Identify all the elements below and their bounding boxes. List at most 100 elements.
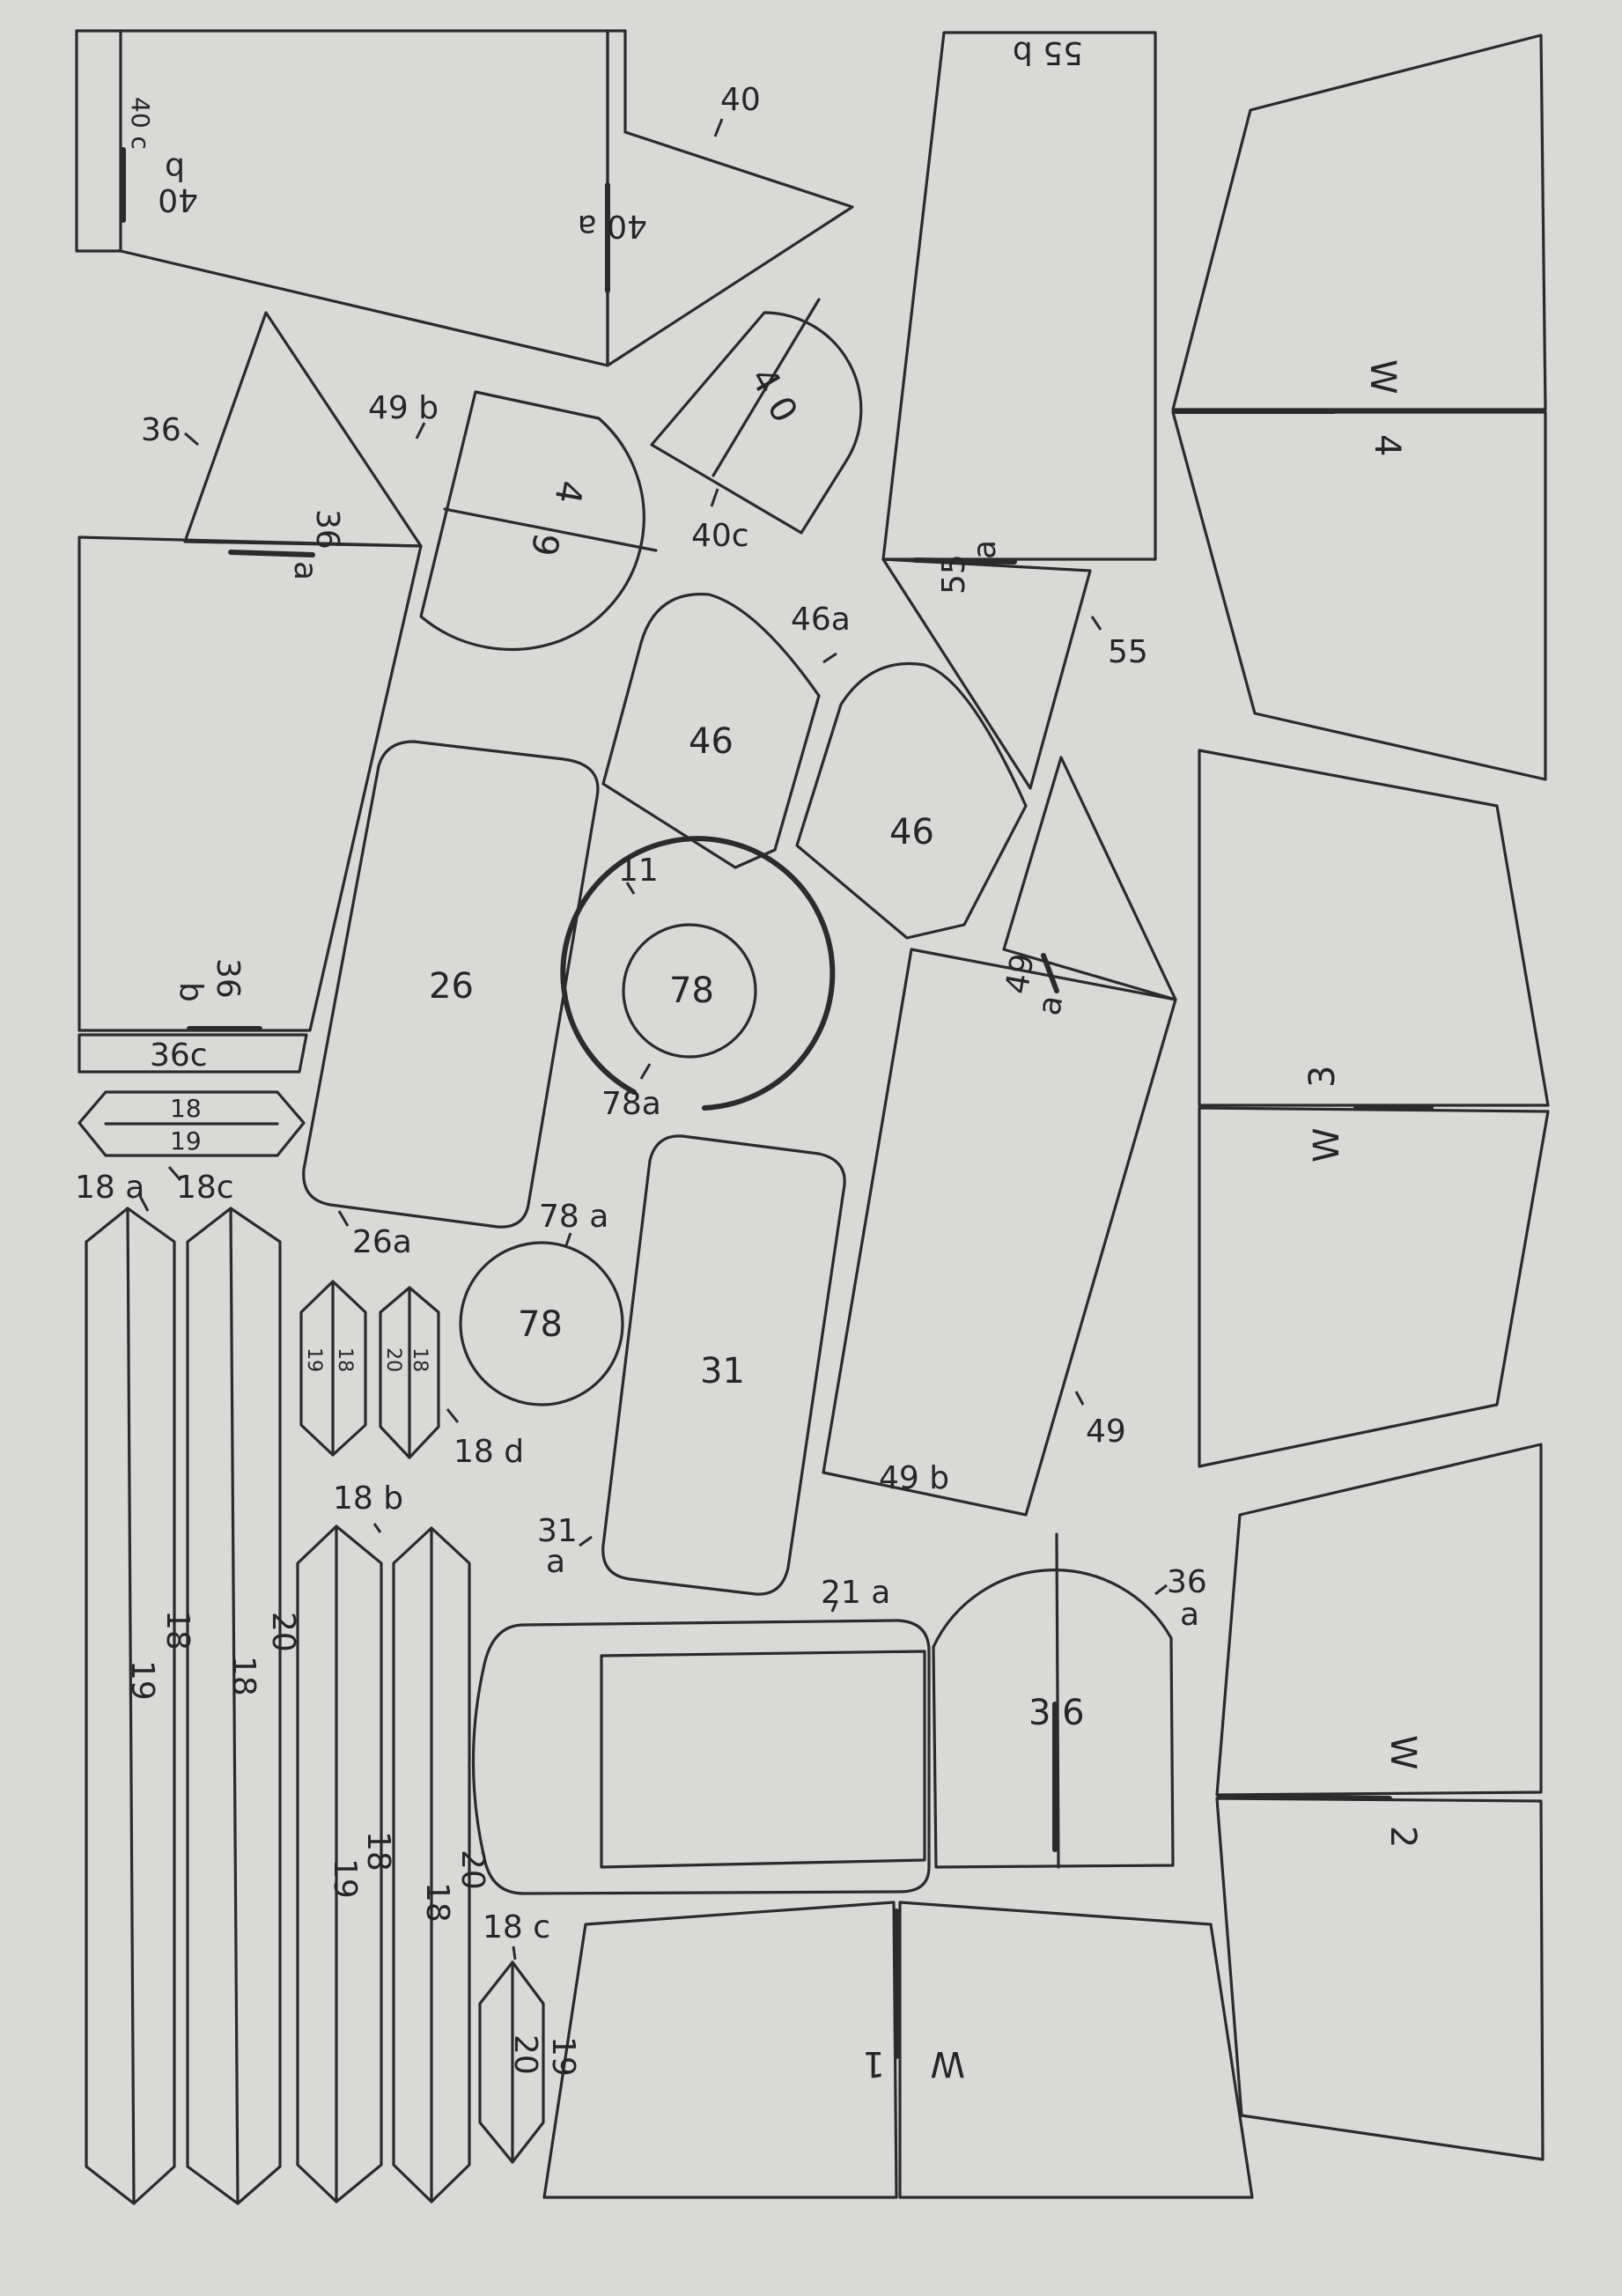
part-36a-arch-leader (1154, 1584, 1168, 1596)
part-40c-label: 40c (691, 518, 749, 554)
small-piece-18c: 18 c 19 20 (478, 1909, 581, 2164)
strip-18a-label: 18 a (75, 1170, 144, 1206)
wall-w1-right (898, 1901, 1254, 2199)
part-55a-slot (913, 557, 1017, 565)
small-piece-18c-leader (512, 1945, 517, 1960)
part-49a-number: 49 (999, 951, 1042, 997)
part-55-triangle (881, 557, 1092, 790)
wall-w3-number: 3 (1302, 1066, 1343, 1088)
part-40-dome-fold (711, 298, 821, 477)
part-40a-label: 40 a (578, 208, 647, 244)
strip-18a-leader (139, 1197, 150, 1212)
part-78a-ring-leader (639, 1063, 652, 1080)
part-31a-letter: a (546, 1544, 565, 1580)
part-36: 36 36 a 36 b 36c (77, 311, 423, 1074)
wall-w1: W 1 (542, 1901, 1254, 2199)
part-36a-arch-letter: a (1180, 1597, 1199, 1633)
part-49-triangle (1002, 756, 1177, 1001)
wall-w3: 3 W (1198, 749, 1550, 1468)
part-21-outer (471, 1619, 931, 1895)
wall-w2-number: 2 (1382, 1826, 1423, 1848)
part-49-fold (443, 507, 658, 552)
part-36a-arch-number: 36 (1167, 1564, 1207, 1600)
part-78-disc-outline (459, 1241, 624, 1406)
part-55-leader (1090, 616, 1102, 631)
strip-18c-20-label: 20 (265, 1612, 301, 1652)
part-55b-label: 55 b (1013, 34, 1083, 70)
small-piece-18d-label: 18 d (453, 1434, 524, 1470)
strip-18c-fold (229, 1207, 240, 2205)
part-78-disc-label: 78 (518, 1304, 563, 1345)
part-49a-slot (1041, 953, 1059, 993)
part-21a-leader (830, 1600, 838, 1613)
part-40-panel (75, 29, 609, 367)
part-21-inner (600, 1650, 926, 1869)
part-36-arch-fold (1055, 1532, 1060, 1869)
long-strips: 18 a 18c 18 19 20 18 18 19 20 18 18 b (75, 1166, 490, 2205)
strip-18a-18-label: 18 (159, 1610, 195, 1650)
part-40c-label: 40 c (126, 97, 155, 150)
strip-18a-fold (126, 1207, 136, 2205)
part-26-label: 26 (429, 966, 474, 1007)
part-21: 21 a (471, 1575, 931, 1895)
strip-18-19: 18 19 (77, 1090, 306, 1157)
part-78-ring: 78 11 78a (560, 836, 836, 1122)
part-36b-number: 36 (210, 958, 246, 999)
part-46-left-outline (601, 593, 821, 869)
small-piece-18c-19: 19 (545, 2036, 581, 2077)
part-78-ring-label: 78 (669, 971, 714, 1011)
small-piece-18c-20: 20 (507, 2034, 543, 2075)
part-46-right-label: 46 (889, 812, 934, 853)
strip-18b-label: 18 b (333, 1480, 403, 1517)
small-pieces-18d: 19 18 20 18 18 d (299, 1280, 524, 1470)
part-40b-number: 40 (158, 181, 198, 218)
part-36-arch-label: 3 6 (1028, 1693, 1085, 1733)
part-55a-letter: a (967, 540, 1003, 559)
part-40-leader (713, 118, 724, 137)
wall-w3-top (1198, 749, 1550, 1107)
wall-w2-top (1215, 1443, 1543, 1797)
wall-w1-w: W (930, 2043, 965, 2084)
part-49-label: 49 (1086, 1414, 1126, 1450)
part-31-label: 31 (700, 1351, 745, 1392)
part-46a-leader (822, 652, 837, 664)
strip-18b-19-label: 19 (327, 1858, 363, 1899)
part-40c-leader (710, 488, 719, 507)
part-21a-label: 21 a (821, 1575, 890, 1611)
part-40-dome-outline (650, 311, 863, 535)
part-78a-disc-label: 78 a (539, 1199, 608, 1235)
strip-18-19-outline (77, 1090, 306, 1157)
strip-18b-20-label: 20 (454, 1849, 490, 1890)
strip-18b-leader (372, 1523, 382, 1533)
part-36a-slot (228, 550, 315, 557)
part-36b-letter: b (173, 982, 209, 1002)
strip-18b-18b-label: 18 (419, 1882, 455, 1923)
part-40: 40 40 a 40 b 40 c (75, 29, 854, 367)
part-36-label: 36 (141, 412, 181, 448)
part-40b-letter: b (165, 151, 185, 187)
strip-18-label: 18 (170, 1094, 202, 1123)
part-26a-leader (337, 1210, 350, 1227)
wall-w4-top (1171, 33, 1547, 411)
strip-19-label: 19 (170, 1126, 202, 1155)
part-36c-label: 36c (150, 1037, 208, 1074)
part-78a-ring-label: 78a (601, 1086, 661, 1122)
strip-18b-18-label: 18 (360, 1831, 396, 1871)
wall-w4-number: 4 (1367, 434, 1407, 456)
part-36a-number: 36 (309, 509, 345, 550)
part-46-right: 46 (795, 661, 1028, 940)
part-40-triangle (606, 29, 854, 367)
part-36-leader (184, 432, 199, 447)
wall-w2: W 2 (1215, 1443, 1545, 2161)
part-40-label: 40 (720, 82, 761, 118)
wall-w2-slot (1217, 1794, 1392, 1801)
part-49-body (822, 948, 1177, 1517)
part-26-outline (302, 740, 600, 1229)
wall-w3-w: W (1307, 1127, 1347, 1163)
part-55a-number: 55 (936, 554, 972, 594)
part-78a-disc-leader (564, 1232, 572, 1246)
small-piece-b-20: 20 (382, 1347, 404, 1372)
